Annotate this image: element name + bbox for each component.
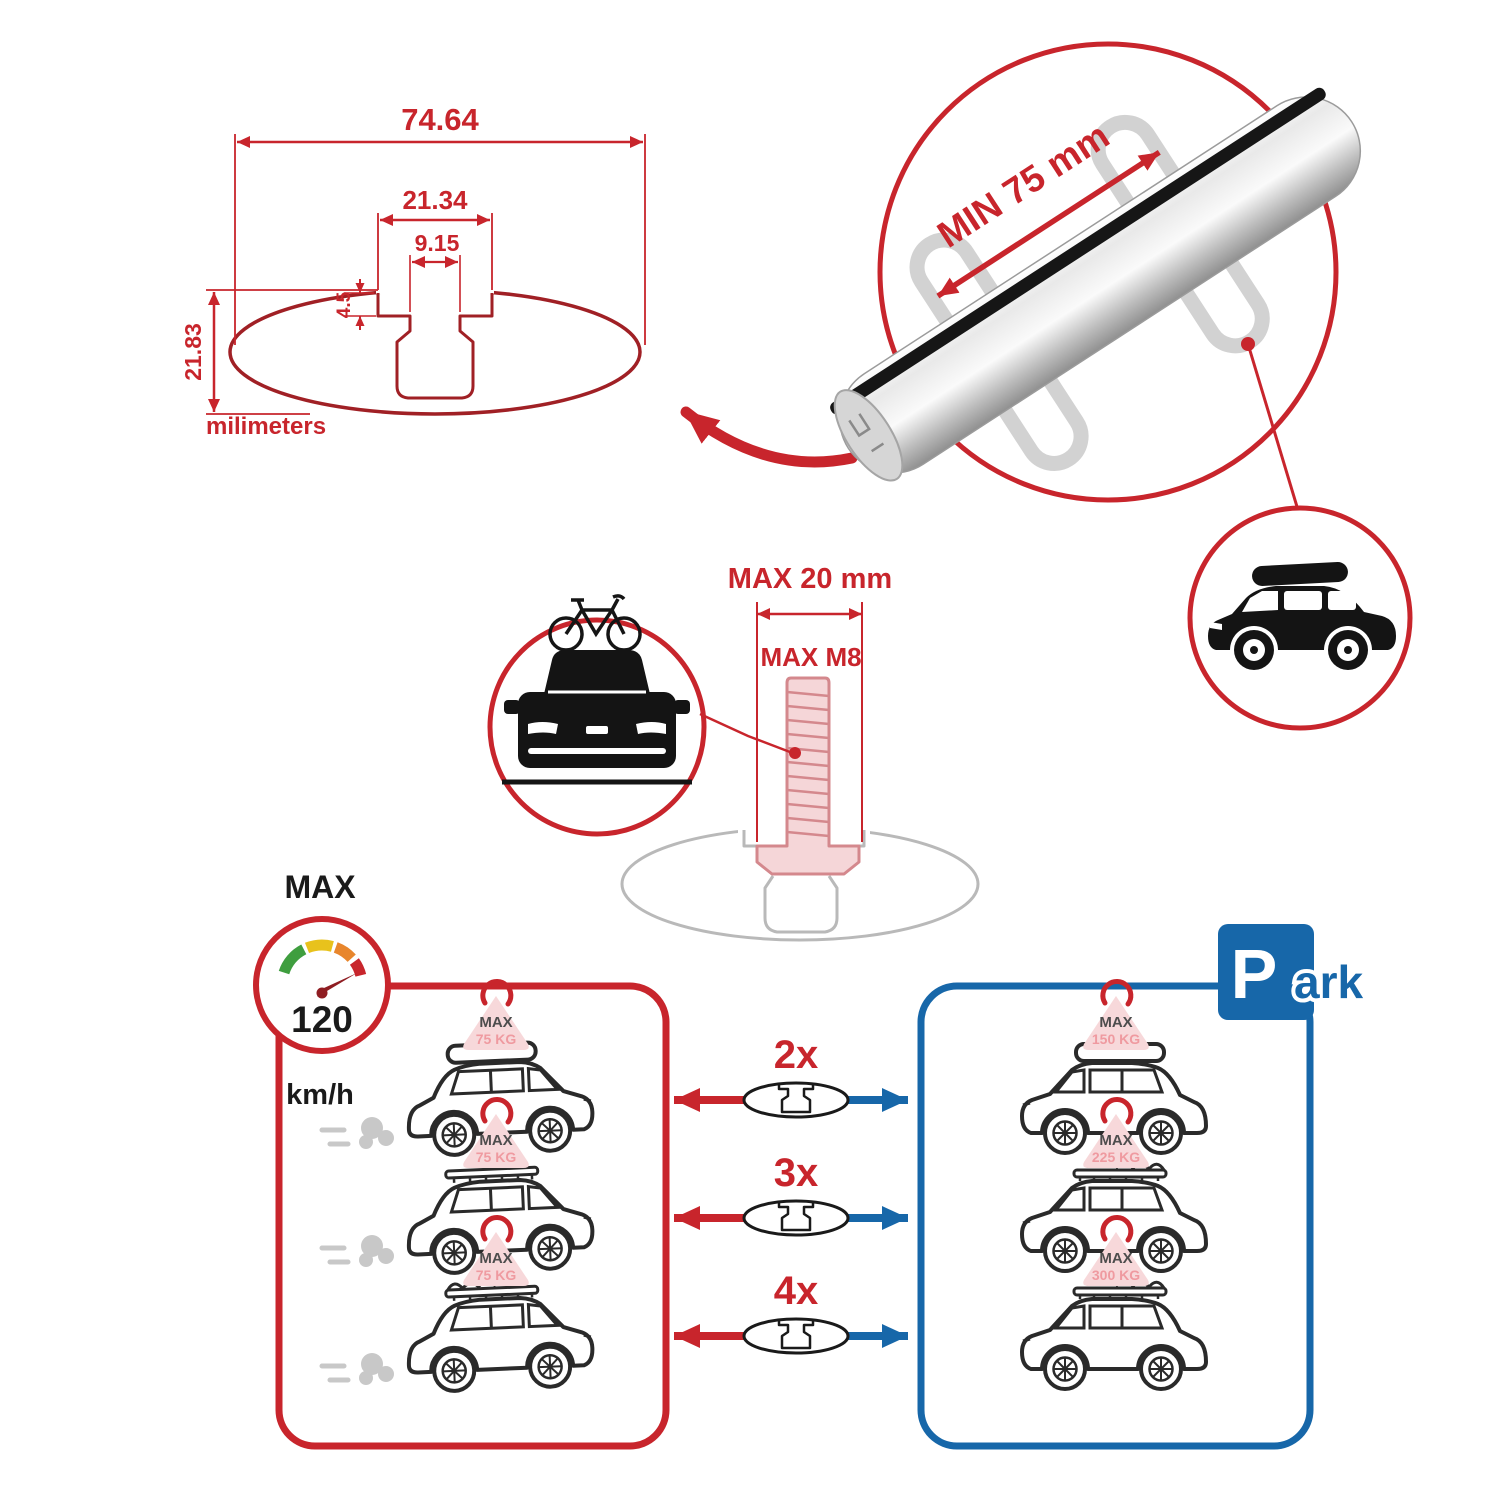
bolt-point-dot: [789, 747, 801, 759]
suv-wheel-front: [1234, 630, 1274, 670]
multiplier-label-row3: 4x: [774, 1269, 819, 1313]
min-span-arrow: [936, 149, 1161, 299]
badge-max-label: MAX: [1099, 1250, 1132, 1267]
bolt-extension-lines: [756, 602, 863, 842]
dim-width-label: 74.64: [401, 102, 479, 137]
bolt-threads: [786, 690, 830, 838]
parking-panel: MAX 150 KG MAX 225 KG MAX 300 KG: [917, 982, 1314, 1450]
load-badge-parked-row2: MAX 225 KG: [1083, 1100, 1149, 1168]
load-badge-driving-row3: MAX 75 KG: [463, 1218, 529, 1286]
extension-lines-height: [206, 289, 378, 415]
speed-value-label: 120: [291, 999, 353, 1040]
crossbar-section-icon-row1: [742, 1081, 850, 1119]
dim-slot-outer-label: 21.34: [402, 185, 468, 215]
extension-lines-slot-outer: [377, 213, 493, 290]
extension-lines-slot-inner: [409, 255, 461, 312]
load-badge-parked-row1: MAX 150 KG: [1083, 982, 1149, 1050]
load-badge-driving-row1: MAX 75 KG: [463, 982, 529, 1050]
parking-sign: P ark: [1218, 924, 1367, 1020]
crossbar-section-icon-row3: [742, 1317, 850, 1355]
badge-max-label: MAX: [1099, 1014, 1132, 1031]
bar-end-cap: [833, 389, 904, 482]
badge-max-label: MAX: [479, 1014, 512, 1031]
crossbar-section-icon-row2: [742, 1199, 850, 1237]
bolt-max-head-label: MAX 20 mm: [728, 563, 892, 595]
badge-value-label: 75 KG: [476, 1267, 517, 1283]
badge-value-label: 75 KG: [476, 1149, 517, 1165]
badge-max-label: MAX: [479, 1250, 512, 1267]
multiplier-label-row1: 2x: [774, 1033, 819, 1077]
headlight-left: [528, 722, 558, 734]
inset-connector-line: [1246, 343, 1300, 511]
slot-profile-gray: [742, 830, 866, 934]
parking-p-label: P: [1231, 935, 1278, 1013]
bolt-max-thread-label: MAX M8: [760, 642, 861, 672]
suv-wheel-rear: [1328, 630, 1368, 670]
badge-value-label: 300 KG: [1092, 1267, 1140, 1283]
speed-limit-gauge: MAX 120 km/h: [253, 869, 391, 1111]
speed-max-label: MAX: [284, 869, 356, 905]
parking-ark-label: ark: [1294, 956, 1363, 1008]
units-label: milimeters: [206, 413, 326, 440]
bolt-diagram: MAX 20 mm MAX M8: [620, 563, 980, 942]
bumper-line: [528, 748, 666, 754]
gauge-circle: [253, 916, 391, 1054]
bar-to-section-arrow: [680, 406, 858, 468]
t-bolt: [755, 676, 861, 876]
bar-profile-ellipse: [228, 288, 642, 416]
badge-value-label: 225 KG: [1092, 1149, 1140, 1165]
multiplier-label-row2: 3x: [774, 1151, 819, 1195]
gauge-pivot: [316, 987, 328, 999]
suv-window-rear: [1328, 591, 1356, 610]
suv-headlight: [1210, 622, 1222, 630]
t-slot-profile: [376, 293, 494, 400]
bolt-connector-line: [699, 712, 791, 754]
driving-panel: MAX 75 KG MAX 75 KG MAX 75 KG: [275, 982, 670, 1450]
suv-silhouette: [1208, 562, 1396, 670]
load-badge-parked-row3: MAX 300 KG: [1083, 1218, 1149, 1286]
dim-lip-label: 4.5: [334, 291, 355, 318]
badge-max-label: MAX: [479, 1132, 512, 1149]
roof-box: [1252, 562, 1348, 586]
suv-windshield: [1242, 591, 1278, 612]
badge-value-label: 150 KG: [1092, 1031, 1140, 1047]
suv-inset: [1187, 505, 1413, 731]
suv-window-front: [1284, 591, 1322, 610]
headlight-right: [636, 722, 666, 734]
slot-opening-mask: [376, 283, 494, 294]
car-front-inset: [487, 594, 801, 837]
parking-sign-square: [1218, 924, 1314, 1020]
grille-emblem: [586, 726, 608, 734]
load-badge-driving-row2: MAX 75 KG: [463, 1100, 529, 1168]
cross-section-diagram: 74.64 21.34 9.15 4.5 21.83 milimeters: [180, 102, 646, 440]
extension-lines-width: [234, 134, 646, 345]
quantity-rows: 2x 3x 4x: [674, 1033, 908, 1355]
mirror-right: [674, 700, 690, 714]
gauge-arcs: [278, 939, 367, 977]
bar-render: MIN 75 mm: [830, 41, 1362, 511]
dim-slot-inner-label: 9.15: [415, 230, 460, 256]
speed-units-label: km/h: [286, 1079, 354, 1111]
bar-end-detail: [848, 413, 885, 453]
car-cab: [544, 650, 650, 694]
mirror-left: [504, 700, 520, 714]
badge-value-label: 75 KG: [476, 1031, 517, 1047]
dim-height-label: 21.83: [180, 323, 206, 381]
badge-max-label: MAX: [1099, 1132, 1132, 1149]
